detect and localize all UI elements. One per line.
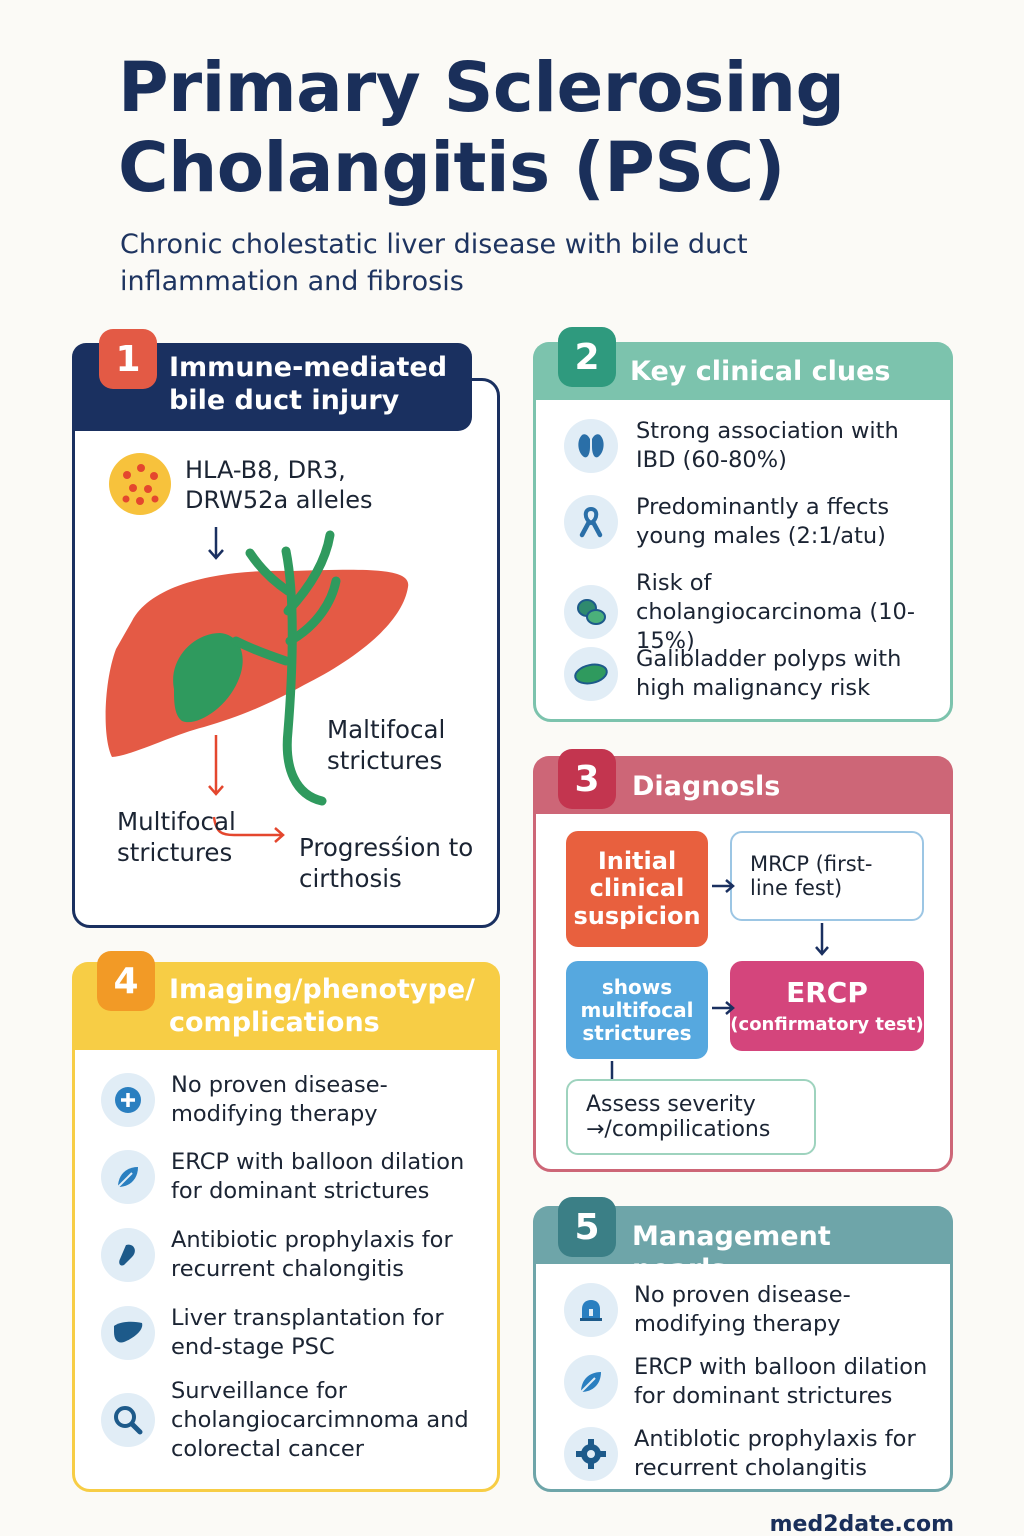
panel-2-badge: 2 — [558, 327, 616, 387]
pill-icon — [101, 1227, 155, 1282]
panel-4-badge: 4 — [97, 951, 155, 1011]
intestine-icon — [564, 418, 618, 473]
magnifier-icon — [101, 1393, 155, 1448]
leaf-icon — [101, 1149, 155, 1204]
bile-duct-icon — [564, 585, 618, 640]
panel-5-badge: 5 — [558, 1197, 616, 1257]
clue-item-cholangiocarcinoma: Risk of cholangiocarcinoma (10-15%) — [564, 569, 944, 655]
panel-3-title: Diagnosls — [632, 771, 781, 802]
panel-4-title: Imaging/phenotype/ complications — [169, 974, 476, 1039]
clue-item-demographics: Predominantly a ffects young males (2:1/… — [564, 493, 944, 551]
panel-5-title: Management pearls — [632, 1221, 831, 1286]
flow-ercp: ERCP (confirmatory test) — [730, 961, 924, 1051]
imaging-item-ercp: ERCP with balloon dilation for dominant … — [101, 1148, 491, 1206]
clue-item-ibd: Strong association with IBD (60-80%) — [564, 417, 944, 475]
clue-item-polyps: Galibladder polyps with high malignancy … — [564, 645, 944, 703]
ercp-title: ERCP — [786, 975, 868, 1009]
plus-icon — [101, 1072, 155, 1127]
panel-2-title: Key clinical clues — [630, 356, 891, 387]
ercp-subtitle: (confirmatory test) — [730, 1013, 924, 1035]
page-subtitle: Chronic cholestatic liver disease with b… — [120, 229, 748, 298]
imaging-item-antibiotic: Antibiotic prophylaxis for recurrent cha… — [101, 1226, 491, 1284]
panel-1-badge: 1 — [99, 329, 157, 389]
gallbladder-icon — [564, 646, 618, 701]
flow-assess-severity: Assess severity →/compilications — [566, 1079, 816, 1155]
pearl-item-antibiotic: Antiblotic prophylaxis for recurrent cho… — [564, 1425, 944, 1483]
panel-3-badge: 3 — [558, 749, 616, 809]
flow-mrcp: MRCP (first-line fest) — [730, 831, 924, 921]
strictures-label-right: Maltifocal strictures — [327, 715, 446, 775]
page-title: Primary Sclerosing Cholangitis (PSC) — [118, 48, 845, 209]
imaging-item-transplant: Liver transplantation for end-stage PSC — [101, 1304, 491, 1362]
pearl-item-therapy: No proven disease-modifying therapy — [564, 1281, 944, 1339]
panel-1-title: Immune-mediated bile duct injury — [169, 352, 448, 417]
flow-initial-suspicion: Initial clinical suspicion — [566, 831, 708, 947]
imaging-item-therapy: No proven disease-modifying therapy — [101, 1071, 491, 1129]
liver-illustration — [105, 527, 409, 843]
liver-icon — [101, 1305, 155, 1360]
bell-icon — [564, 1282, 618, 1337]
pearl-item-ercp: ERCP with balloon dilation for dominant … — [564, 1353, 944, 1411]
panel-immune-injury: 1 Immune-mediated bile duct injury HLA-B… — [72, 329, 500, 928]
imaging-item-surveillance: Surveillance for cholangiocarcimnoma and… — [101, 1377, 491, 1463]
footer-brand: med2date.com — [769, 1512, 954, 1536]
leaf-icon — [564, 1354, 618, 1409]
panel-diagnosis: 3 Diagnosls Initial clinical suspicion M… — [533, 749, 953, 1172]
progression-label: Progresśion to cirthosis — [299, 833, 474, 893]
alleles-cell-icon — [109, 453, 171, 515]
panel-clinical-clues: 2 Key clinical clues Strong association … — [533, 327, 953, 722]
ribbon-icon — [564, 494, 618, 549]
gear-icon — [564, 1426, 618, 1481]
flow-shows-strictures: shows multifocal strictures — [566, 961, 708, 1059]
strictures-label-left: Multifocal strictures — [117, 807, 236, 867]
alleles-label: HLA-B8, DR3, DRW52a alleles — [185, 456, 373, 514]
panel-imaging-complications: 4 Imaging/phenotype/ complications No pr… — [72, 951, 500, 1492]
panel-management-pearls: 5 Management pearls No proven disease-mo… — [533, 1197, 953, 1492]
